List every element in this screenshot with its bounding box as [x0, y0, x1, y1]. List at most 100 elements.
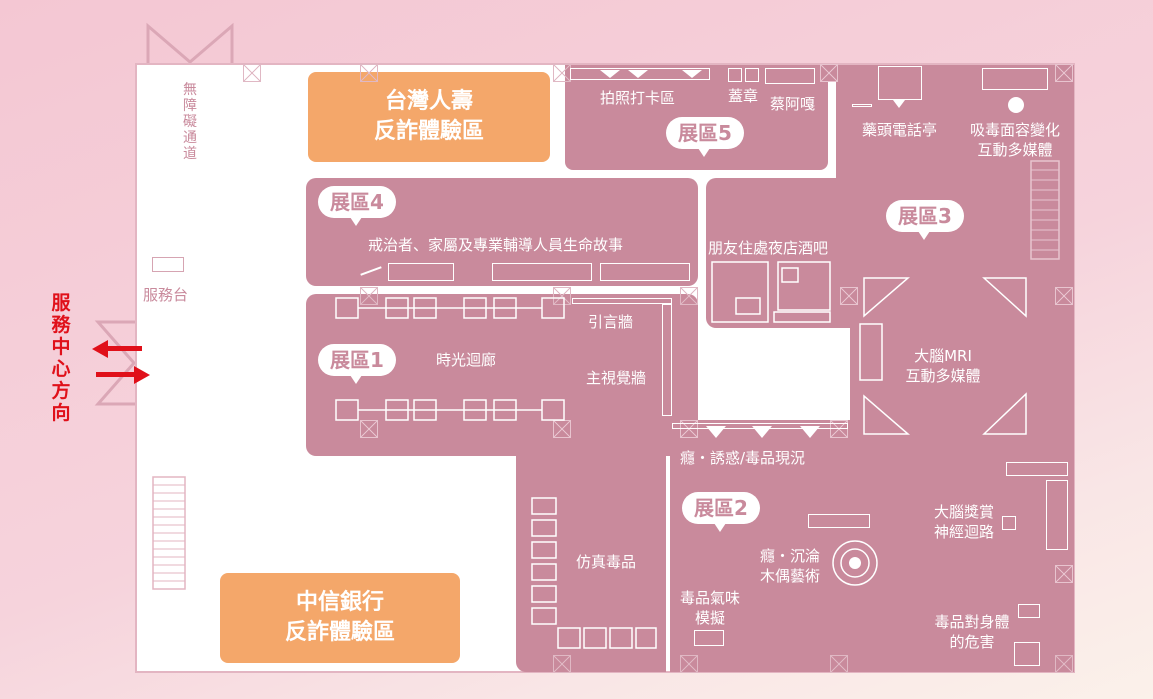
simulated-drug-cases-icon: [531, 497, 657, 649]
service-center-direction-label: 服務中心方向: [51, 292, 71, 424]
reward-circuit-sensor-icon: [1002, 516, 1016, 530]
photo-area-label: 拍照打卡區: [600, 89, 676, 107]
face-change-label: 吸毒面容變化 互動多媒體: [962, 120, 1068, 160]
taiwan-life-name: 台灣人壽: [384, 89, 473, 114]
face-change-line2: 互動多媒體: [977, 141, 1053, 159]
intro-wall-label: 引言牆: [588, 313, 634, 331]
mascot-label: 蔡阿嘎: [770, 95, 816, 113]
phone-booth-label: 藥頭電話亭: [862, 121, 938, 139]
reward-circuit-screen-icon: [1006, 462, 1068, 476]
stamp-table-icon: [745, 68, 759, 82]
column-marker: [360, 420, 378, 438]
taiwan-life-area: 台灣人壽 反詐體驗區: [308, 72, 550, 162]
entrance-icon: [146, 22, 234, 64]
stairs-icon: [152, 476, 186, 590]
column-marker: [840, 287, 858, 305]
spotlight-icon: [706, 426, 726, 438]
zone5-top-rail: [570, 68, 710, 80]
face-change-sensor-icon: [1008, 97, 1024, 113]
phone-booth-side-icon: [852, 104, 872, 107]
spotlight-icon: [628, 70, 648, 78]
right-stairs-icon: [1030, 160, 1060, 260]
column-marker: [830, 420, 848, 438]
ctbc-bank-area: 中信銀行 反詐體驗區: [220, 573, 460, 663]
column-marker: [360, 64, 378, 82]
story-panel-icon: [600, 263, 690, 281]
zone3-tag: 展區3: [886, 200, 964, 240]
main-wall-icon: [662, 304, 672, 416]
bar-furniture-icon: [711, 261, 831, 323]
time-corridor-label: 時光迴廊: [436, 351, 497, 369]
taiwan-life-subtitle: 反詐體驗區: [373, 119, 484, 144]
ctbc-bank-subtitle: 反詐體驗區: [284, 620, 395, 645]
puppet-stage-icon: [808, 514, 870, 528]
phone-booth-pointer-icon: [893, 100, 905, 108]
brain-mri-line1: 大腦MRI: [914, 347, 972, 365]
mascot-stand-icon: [765, 68, 815, 84]
simulated-drugs-label: 仿真毒品: [576, 553, 637, 571]
column-marker: [553, 287, 571, 305]
column-marker: [830, 655, 848, 673]
reward-line1: 大腦獎賞: [933, 503, 994, 521]
phone-booth-icon: [878, 66, 922, 100]
smell-station-icon: [694, 630, 724, 646]
body-harm-station-icon: [1014, 642, 1040, 666]
brain-mri-label: 大腦MRI 互動多媒體: [888, 346, 998, 386]
life-stories-label: 戒治者、家屬及專業輔導人員生命故事: [368, 236, 624, 254]
side-entrance-icon: [94, 320, 138, 406]
story-panel-icon: [388, 263, 454, 281]
reward-line2: 神經迴路: [933, 523, 994, 541]
zone4-tag: 展區4: [318, 186, 396, 226]
spotlight-icon: [600, 70, 620, 78]
zone1-tag: 展區1: [318, 344, 396, 384]
corridor-top-panels-icon: [335, 297, 565, 319]
spotlight-icon: [752, 426, 772, 438]
column-marker: [1055, 655, 1073, 673]
bar-label: 朋友住處夜店酒吧: [708, 239, 829, 257]
brain-mri-line2: 互動多媒體: [905, 367, 981, 385]
column-marker: [1055, 287, 1073, 305]
column-marker: [680, 420, 698, 438]
column-marker: [1055, 565, 1073, 583]
body-harm-screen-icon: [1018, 604, 1040, 618]
column-marker: [553, 655, 571, 673]
zone2-tag: 展區2: [682, 492, 760, 532]
puppet-turntable-icon: [832, 540, 878, 586]
simulated-drugs-block: [516, 440, 666, 672]
face-change-screen-icon: [982, 68, 1048, 90]
service-desk-label: 服務台: [143, 286, 189, 304]
harm-line2: 的危害: [949, 633, 995, 651]
spotlight-icon: [800, 426, 820, 438]
story-panel-icon: [492, 263, 592, 281]
column-marker: [360, 287, 378, 305]
column-marker: [243, 64, 261, 82]
intro-wall-rail: [572, 298, 672, 304]
service-desk-icon: [152, 257, 184, 272]
column-marker: [553, 64, 571, 82]
column-marker: [1055, 64, 1073, 82]
spotlight-icon: [682, 70, 702, 78]
stamp-table-icon: [728, 68, 742, 82]
reward-circuit-panel-icon: [1046, 480, 1068, 550]
drug-smell-line2: 模擬: [694, 609, 725, 627]
drug-smell-label: 毒品氣味 模擬: [672, 588, 748, 628]
puppet-art-label: 癮・沉淪 木偶藝術: [752, 546, 828, 586]
harm-line1: 毒品對身體: [934, 613, 1010, 631]
brain-mri-room-icon: [859, 277, 1027, 435]
body-harm-label: 毒品對身體 的危害: [924, 612, 1020, 652]
corridor-bottom-panels-icon: [335, 399, 565, 421]
zone5-tag: 展區5: [666, 117, 744, 157]
addiction-status-label: 癮・誘惑/毒品現況: [680, 449, 806, 467]
puppet-line1: 癮・沉淪: [759, 547, 820, 565]
column-marker: [680, 655, 698, 673]
accessible-path-label: 無障礙通道: [183, 82, 197, 162]
ctbc-bank-name: 中信銀行: [295, 590, 384, 615]
reward-circuit-label: 大腦獎賞 神經迴路: [922, 502, 1006, 542]
puppet-line2: 木偶藝術: [759, 567, 820, 585]
face-change-line1: 吸毒面容變化: [969, 121, 1060, 139]
stamp-label: 蓋章: [728, 87, 759, 105]
column-marker: [680, 287, 698, 305]
column-marker: [820, 64, 838, 82]
drug-smell-line1: 毒品氣味: [679, 589, 740, 607]
main-wall-label: 主視覺牆: [586, 369, 647, 387]
